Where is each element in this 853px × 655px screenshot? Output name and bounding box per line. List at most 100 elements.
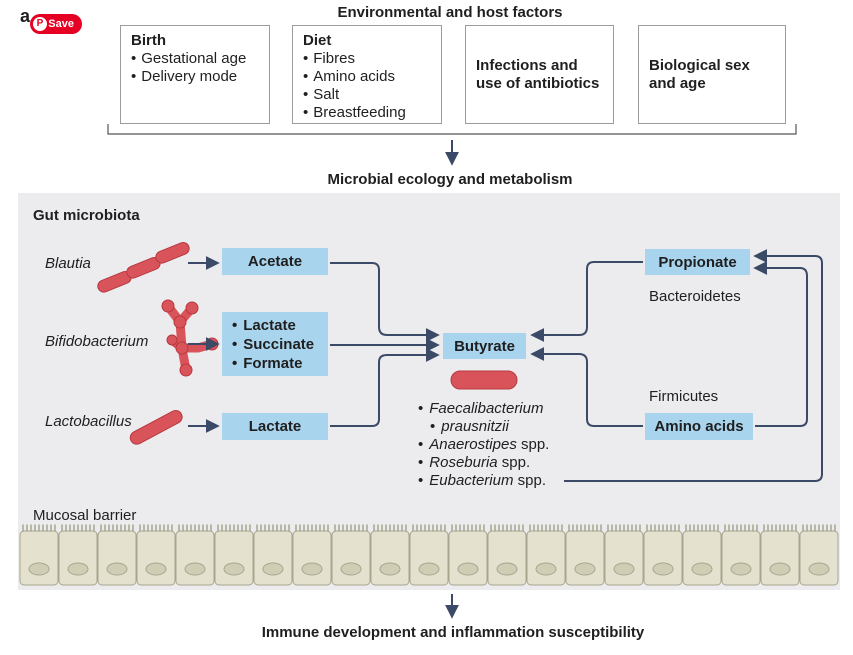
chip-lactate: Lactate: [222, 413, 328, 440]
cell-nucleus: [28, 562, 50, 576]
arrow-producers-propionate: [564, 249, 823, 482]
microvilli: [646, 524, 680, 532]
epithelial-cell: [526, 530, 566, 586]
phylum-bacteroidetes: Bacteroidetes: [649, 288, 741, 305]
factor-item: Amino acids: [303, 68, 431, 86]
pinterest-icon: P: [33, 17, 47, 31]
epithelial-cell: [565, 530, 605, 586]
epithelial-cell: [19, 530, 59, 586]
microvilli: [22, 524, 56, 532]
factor-title: Birth: [131, 32, 166, 49]
microvilli: [100, 524, 134, 532]
lactobacillus-bacteria-icon: [129, 409, 183, 445]
metabolite-item: Succinate: [232, 335, 314, 354]
metabolite-item: Formate: [232, 354, 314, 373]
epithelial-cell: [214, 530, 254, 586]
top-title: Environmental and host factors: [337, 4, 563, 21]
microvilli: [217, 524, 251, 532]
microvilli: [139, 524, 173, 532]
cell-nucleus: [106, 562, 128, 576]
epithelial-cell: [58, 530, 98, 586]
microvilli: [373, 524, 407, 532]
panel-title: Gut microbiota: [33, 207, 140, 224]
metabolite-item: Lactate: [232, 316, 314, 335]
bifidobacterium-icon: [161, 299, 219, 377]
epithelial-cell: [136, 530, 176, 586]
factor-item: Gestational age: [131, 50, 259, 68]
cell-nucleus: [262, 562, 284, 576]
factor-item: Fibres: [303, 50, 431, 68]
cell-nucleus: [457, 562, 479, 576]
cell-nucleus: [340, 562, 362, 576]
cell-nucleus: [67, 562, 89, 576]
chip-acetate: Acetate: [222, 248, 328, 275]
cell-nucleus: [496, 562, 518, 576]
epithelial-cell: [799, 530, 839, 586]
chip-propionate: Propionate: [645, 249, 750, 275]
epithelial-cell: [604, 530, 644, 586]
chip-bifido-metabolites: Lactate Succinate Formate: [222, 312, 328, 376]
epithelial-cell: [97, 530, 137, 586]
blautia-bacteria-icon: [97, 242, 190, 293]
cell-nucleus: [301, 562, 323, 576]
cell-nucleus: [418, 562, 440, 576]
microvilli: [61, 524, 95, 532]
factor-item: Breastfeeding: [303, 104, 431, 122]
microvilli: [685, 524, 719, 532]
epithelial-cell: [760, 530, 800, 586]
microvilli: [529, 524, 563, 532]
epithelial-cell: [409, 530, 449, 586]
epithelial-cell: [487, 530, 527, 586]
epithelial-cell: [253, 530, 293, 586]
cell-nucleus: [145, 562, 167, 576]
cell-nucleus: [808, 562, 830, 576]
microvilli: [568, 524, 602, 532]
chip-butyrate: Butyrate: [443, 333, 526, 359]
save-button-label: Save: [48, 18, 74, 30]
epithelial-cell: [175, 530, 215, 586]
microvilli: [490, 524, 524, 532]
middle-title: Microbial ecology and metabolism: [327, 171, 573, 188]
microvilli: [451, 524, 485, 532]
factor-diet: Diet Fibres Amino acids Salt Breastfeedi…: [292, 25, 442, 124]
arrow-amino-propionate: [753, 261, 808, 427]
butyrate-producer-icon: [450, 370, 518, 390]
save-button[interactable]: P Save: [30, 14, 82, 34]
species-item: Eubacterium spp.: [418, 472, 549, 490]
factor-item: Salt: [303, 86, 431, 104]
arrow-propionate-butyrate: [530, 261, 643, 342]
epithelial-cell: [682, 530, 722, 586]
microvilli: [334, 524, 368, 532]
barrier-label: Mucosal barrier: [33, 507, 137, 524]
microvilli: [412, 524, 446, 532]
factor-title: Diet: [303, 32, 332, 49]
species-item: Roseburia spp.: [418, 454, 549, 472]
microvilli: [607, 524, 641, 532]
species-item: Faecalibacterium: [418, 400, 549, 418]
cell-nucleus: [184, 562, 206, 576]
mucosal-barrier-cells: [19, 524, 839, 586]
cell-nucleus: [223, 562, 245, 576]
microvilli: [256, 524, 290, 532]
cell-nucleus: [535, 562, 557, 576]
cell-nucleus: [730, 562, 752, 576]
cell-nucleus: [379, 562, 401, 576]
microvilli: [763, 524, 797, 532]
factors-bracket: [107, 124, 797, 135]
species-item: Anaerostipes spp.: [418, 436, 549, 454]
bottom-title: Immune development and inflammation susc…: [261, 624, 645, 641]
cell-nucleus: [652, 562, 674, 576]
epithelial-cell: [292, 530, 332, 586]
cell-nucleus: [769, 562, 791, 576]
bacteria-label-blautia: Blautia: [45, 255, 91, 272]
epithelial-cell: [643, 530, 683, 586]
cell-nucleus: [691, 562, 713, 576]
bacteria-label-bifidobacterium: Bifidobacterium: [45, 333, 149, 350]
microvilli: [178, 524, 212, 532]
panel-letter: a: [20, 6, 31, 26]
chip-amino-acids: Amino acids: [645, 413, 753, 440]
